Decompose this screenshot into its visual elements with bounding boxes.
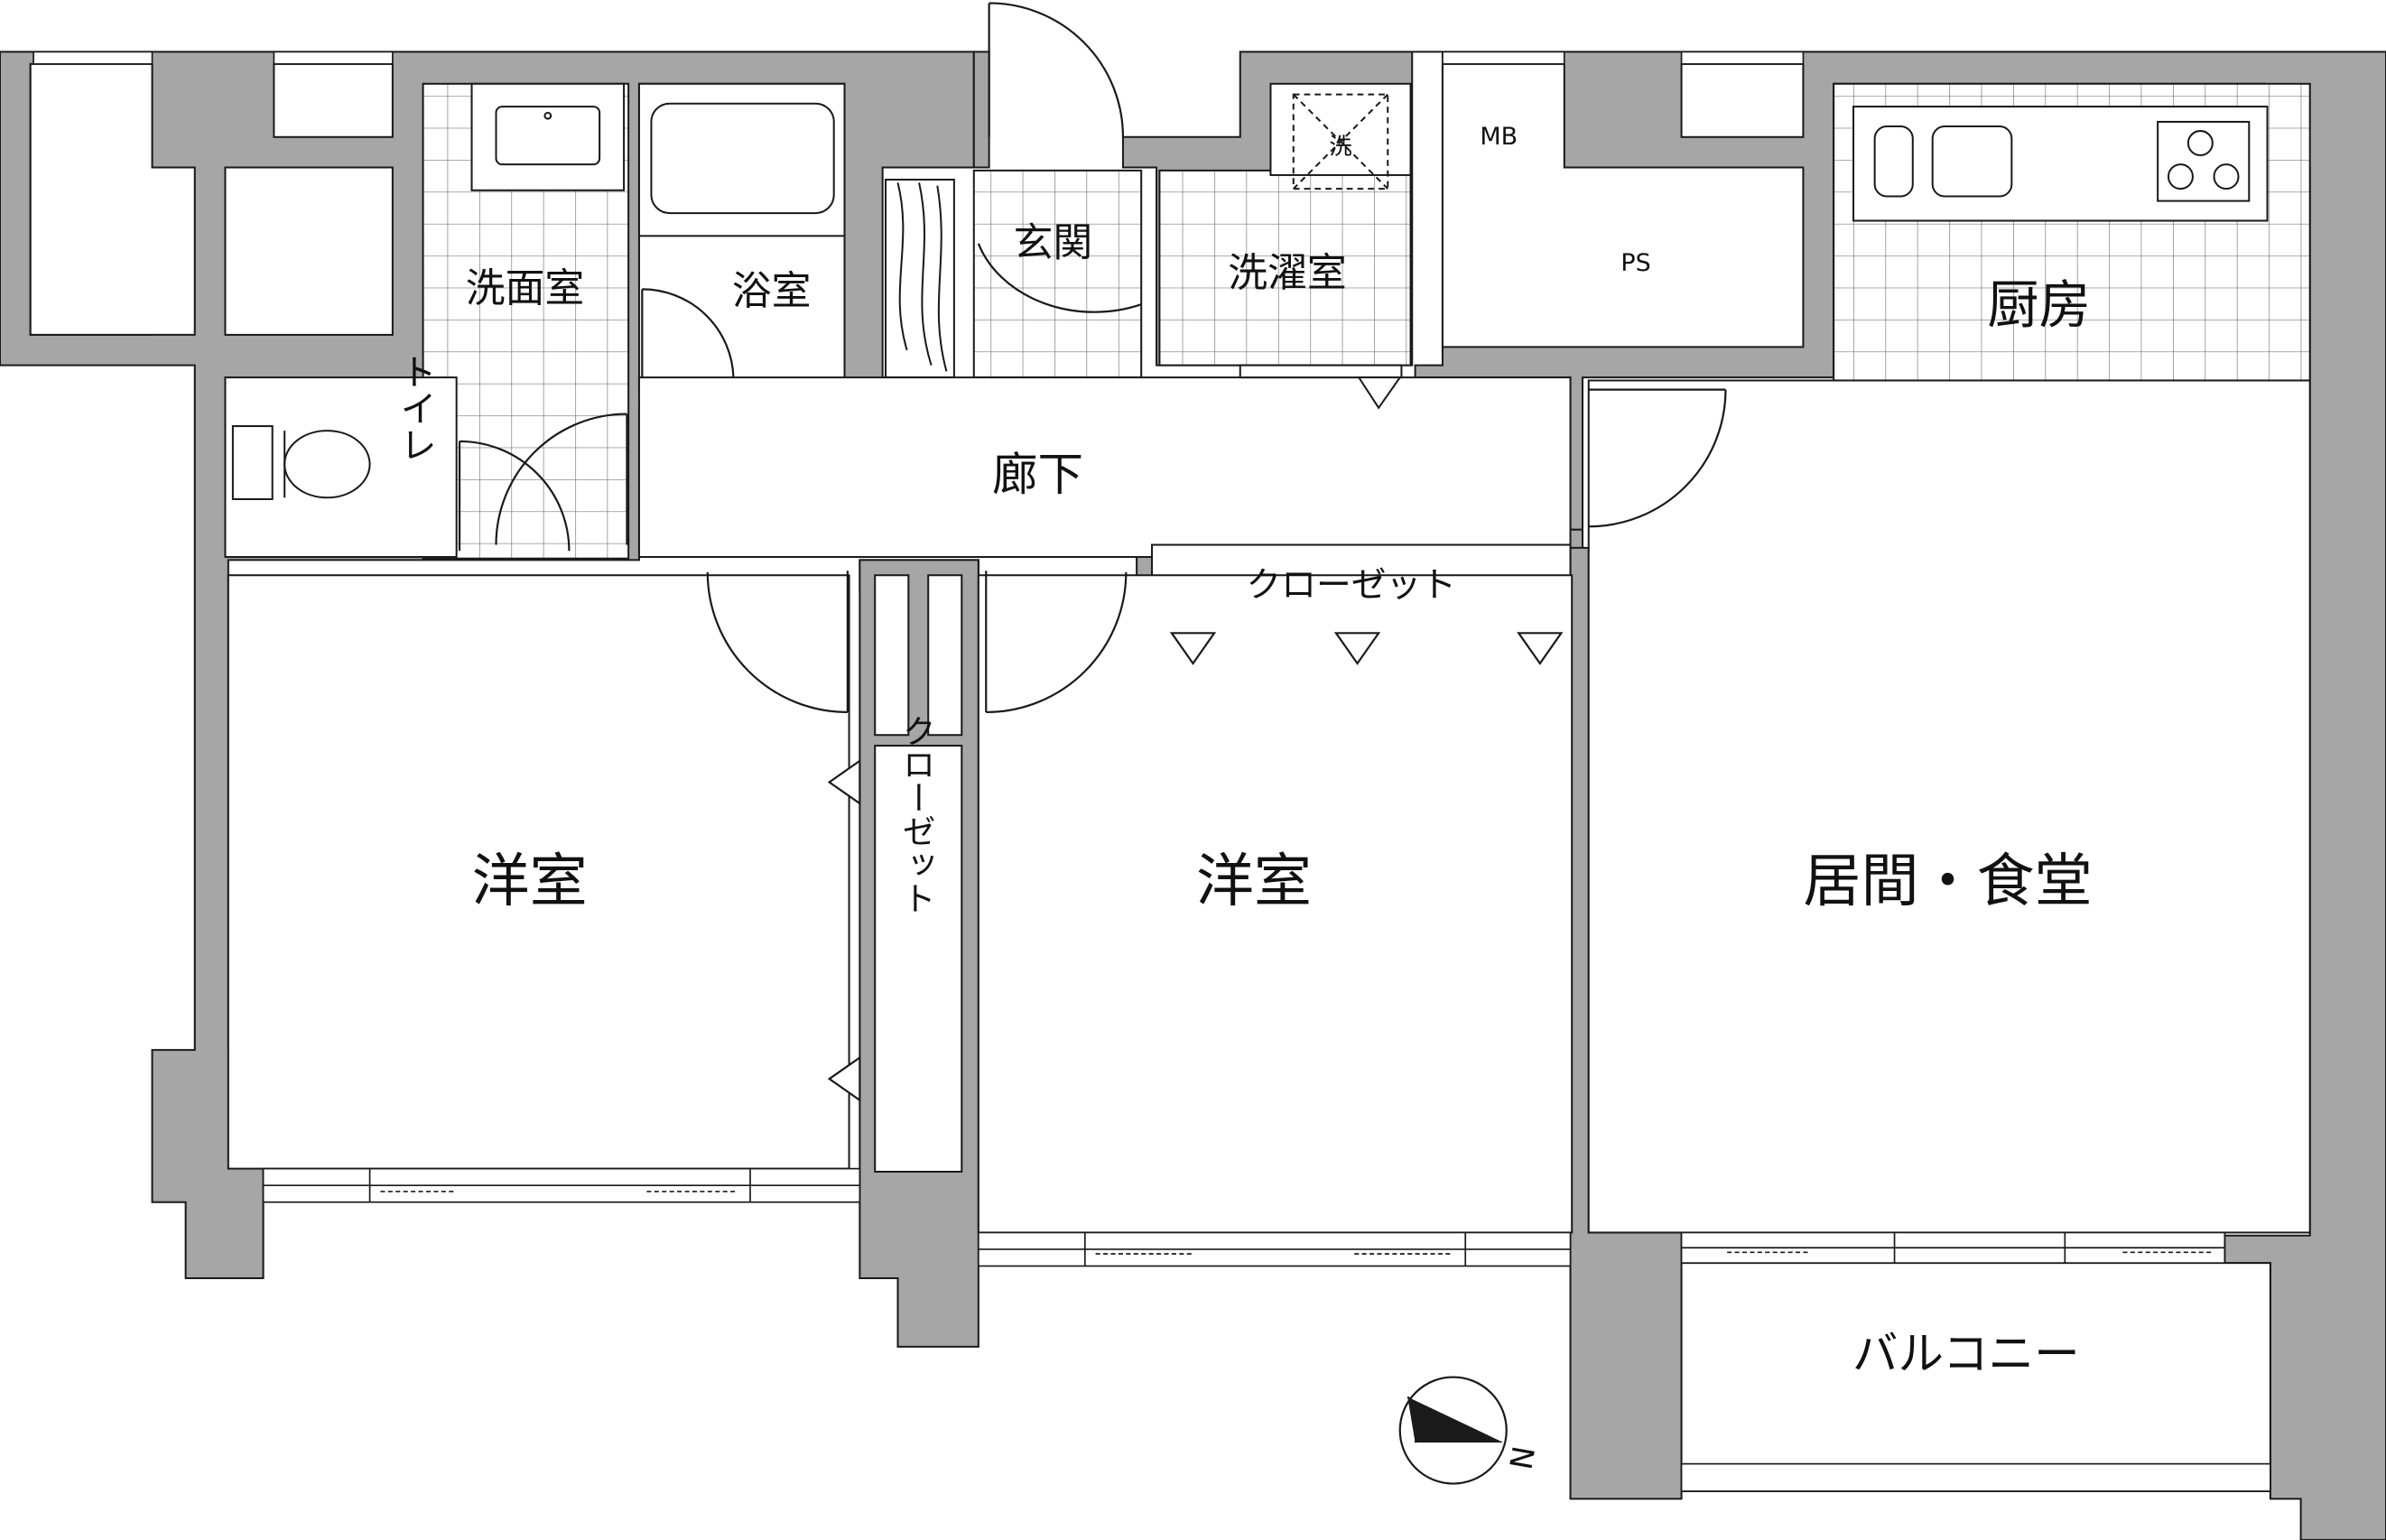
label-senmen: 洗面室 — [466, 265, 584, 311]
label-north: N — [1502, 1443, 1541, 1472]
windows — [32, 51, 2271, 1492]
compass-icon — [1398, 1376, 1508, 1485]
label-ps: PS — [1620, 249, 1650, 277]
label-bedroom-1: 洋室 — [472, 849, 588, 915]
label-bedroom-2: 洋室 — [1196, 849, 1312, 915]
room-floors — [29, 62, 2311, 1492]
doors — [458, 2, 1727, 1102]
label-mb: MB — [1480, 123, 1518, 151]
label-living: 居間・食堂 — [1803, 849, 2092, 915]
label-closet-top: クローゼット — [1247, 565, 1457, 606]
label-balcony: バルコニー — [1852, 1327, 2080, 1380]
label-kitchen: 厨房 — [1987, 274, 2091, 335]
label-toilet: トイレ — [394, 353, 437, 462]
label-closet-vertical: クローゼット — [896, 714, 935, 914]
label-wash-pan: 洗 — [1329, 133, 1351, 159]
label-yokushitsu: 浴室 — [732, 268, 812, 314]
label-genkan: 玄関 — [1014, 219, 1093, 265]
fixtures — [231, 82, 2269, 500]
label-rouka: 廊下 — [992, 448, 1083, 501]
label-sentaku: 洗濯室 — [1228, 250, 1346, 296]
